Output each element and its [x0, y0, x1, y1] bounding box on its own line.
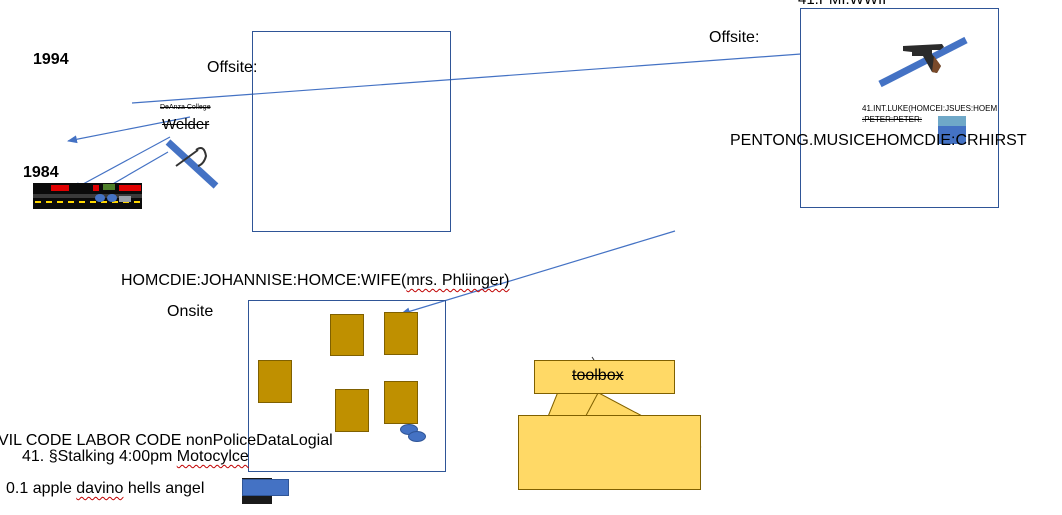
- desk-block-4: [335, 389, 369, 432]
- onsite-box: [248, 300, 446, 472]
- pentong-label: PENTONG.MUSICEHOMCDIE:CRHIRST: [730, 132, 1027, 149]
- civil-code-label: VIL CODE LABOR CODE nonPoliceDataLogial: [0, 432, 333, 449]
- johannise-main-text: HOMCDIE:JOHANNISE:HOMCE:WIFE(: [121, 272, 407, 289]
- desk-block-3: [258, 360, 292, 403]
- top-cut-label: 41.PMI.WWII: [798, 0, 886, 8]
- onsite-label: Onsite: [167, 303, 214, 320]
- offsite-right-box: [800, 8, 999, 208]
- johannise-label: HOMCDIE:JOHANNISE:HOMCE:WIFE(mrs. Phliin…: [121, 272, 509, 290]
- luke-text-line2: :PETER:PETER:: [862, 115, 923, 124]
- apple-suffix: hells angel: [123, 480, 205, 497]
- luke-text-line1: 41.INT.LUKE(HOMCEI:JSUES:HOEM: [862, 104, 998, 113]
- apple-word: davino: [76, 480, 124, 497]
- stalking-prefix: 41. §Stalking 4:00pm: [22, 448, 177, 465]
- toolbox-body: [518, 415, 701, 490]
- offsite-left-label: Offsite:: [207, 59, 258, 76]
- stalking-label: 41. §Stalking 4:00pm Motocylce: [22, 448, 249, 466]
- stalking-word: Motocylce: [176, 448, 249, 465]
- street-scene-image: [33, 183, 142, 209]
- apple-label: 0.1 apple davino hells angel: [6, 480, 204, 498]
- desk-block-5: [384, 381, 418, 424]
- photo-thumbnail: [938, 116, 966, 144]
- welder-torch-icon: [175, 147, 208, 167]
- apple-prefix: 0.1 apple: [6, 480, 77, 497]
- toolbox-lid: [534, 360, 675, 394]
- desk-block-1: [330, 314, 364, 356]
- offsite-left-box: [252, 31, 451, 232]
- welder-label: Welder: [162, 116, 210, 133]
- johannise-struck-text: mrs. Phliinger): [406, 272, 510, 289]
- blue-tag: [242, 479, 289, 496]
- welder-strike-bar: [165, 139, 219, 189]
- toolbox-label: toolbox: [572, 367, 624, 384]
- college-label: DeAnza College: [160, 104, 211, 111]
- offsite-right-label: Offsite:: [709, 29, 760, 46]
- dot-2: [408, 431, 426, 442]
- year-1984-label: 1984: [23, 164, 59, 181]
- year-1994-label: 1994: [33, 51, 69, 68]
- desk-block-2: [384, 312, 418, 355]
